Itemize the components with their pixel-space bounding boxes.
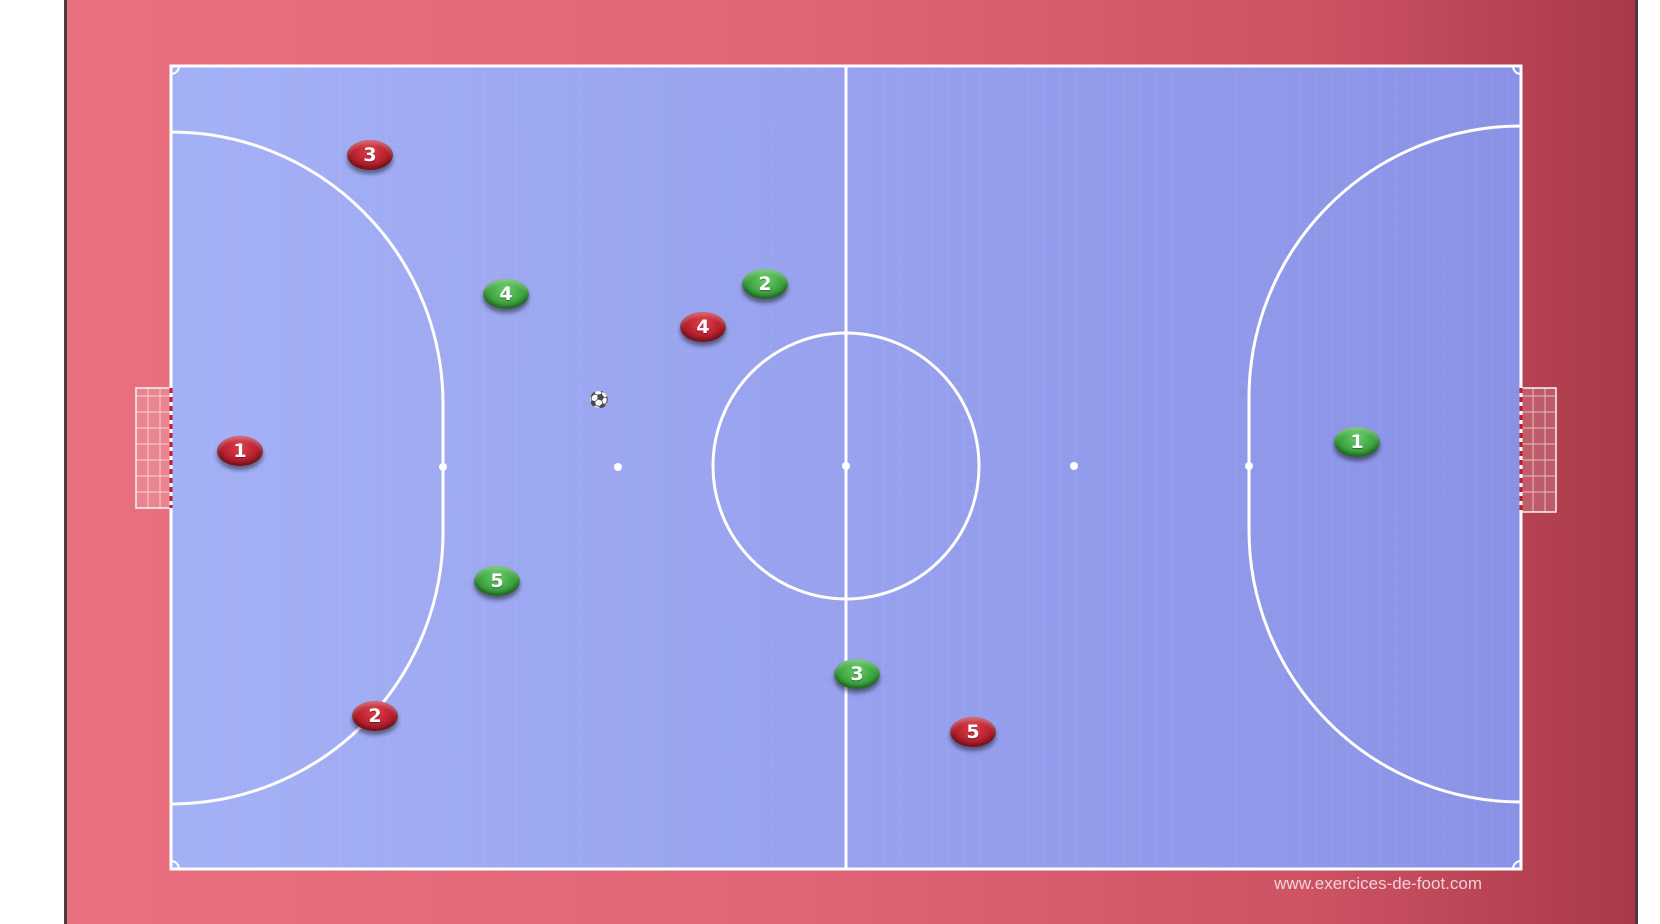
- green-player-5[interactable]: 5: [474, 566, 520, 596]
- board-background: [64, 0, 1638, 924]
- right-second-spot: [1070, 462, 1078, 470]
- left-goal: [135, 387, 173, 509]
- red-player-2[interactable]: 2: [352, 701, 398, 731]
- ball-icon[interactable]: ⚽: [589, 390, 609, 409]
- left-second-spot: [614, 463, 622, 471]
- left-penalty-spot: [439, 463, 447, 471]
- right-goal: [1519, 387, 1557, 513]
- green-player-3[interactable]: 3: [834, 659, 880, 689]
- green-player-4[interactable]: 4: [483, 279, 529, 309]
- watermark: www.exercices-de-foot.com: [1274, 874, 1482, 893]
- right-penalty-spot: [1245, 462, 1253, 470]
- center-spot: [842, 462, 850, 470]
- red-player-1[interactable]: 1: [217, 436, 263, 466]
- green-player-2[interactable]: 2: [742, 269, 788, 299]
- red-player-3[interactable]: 3: [347, 140, 393, 170]
- green-player-1[interactable]: 1: [1334, 427, 1380, 457]
- red-player-4[interactable]: 4: [680, 312, 726, 342]
- futsal-pitch: [135, 64, 1557, 871]
- red-player-5[interactable]: 5: [950, 717, 996, 747]
- center-circle: [711, 331, 981, 601]
